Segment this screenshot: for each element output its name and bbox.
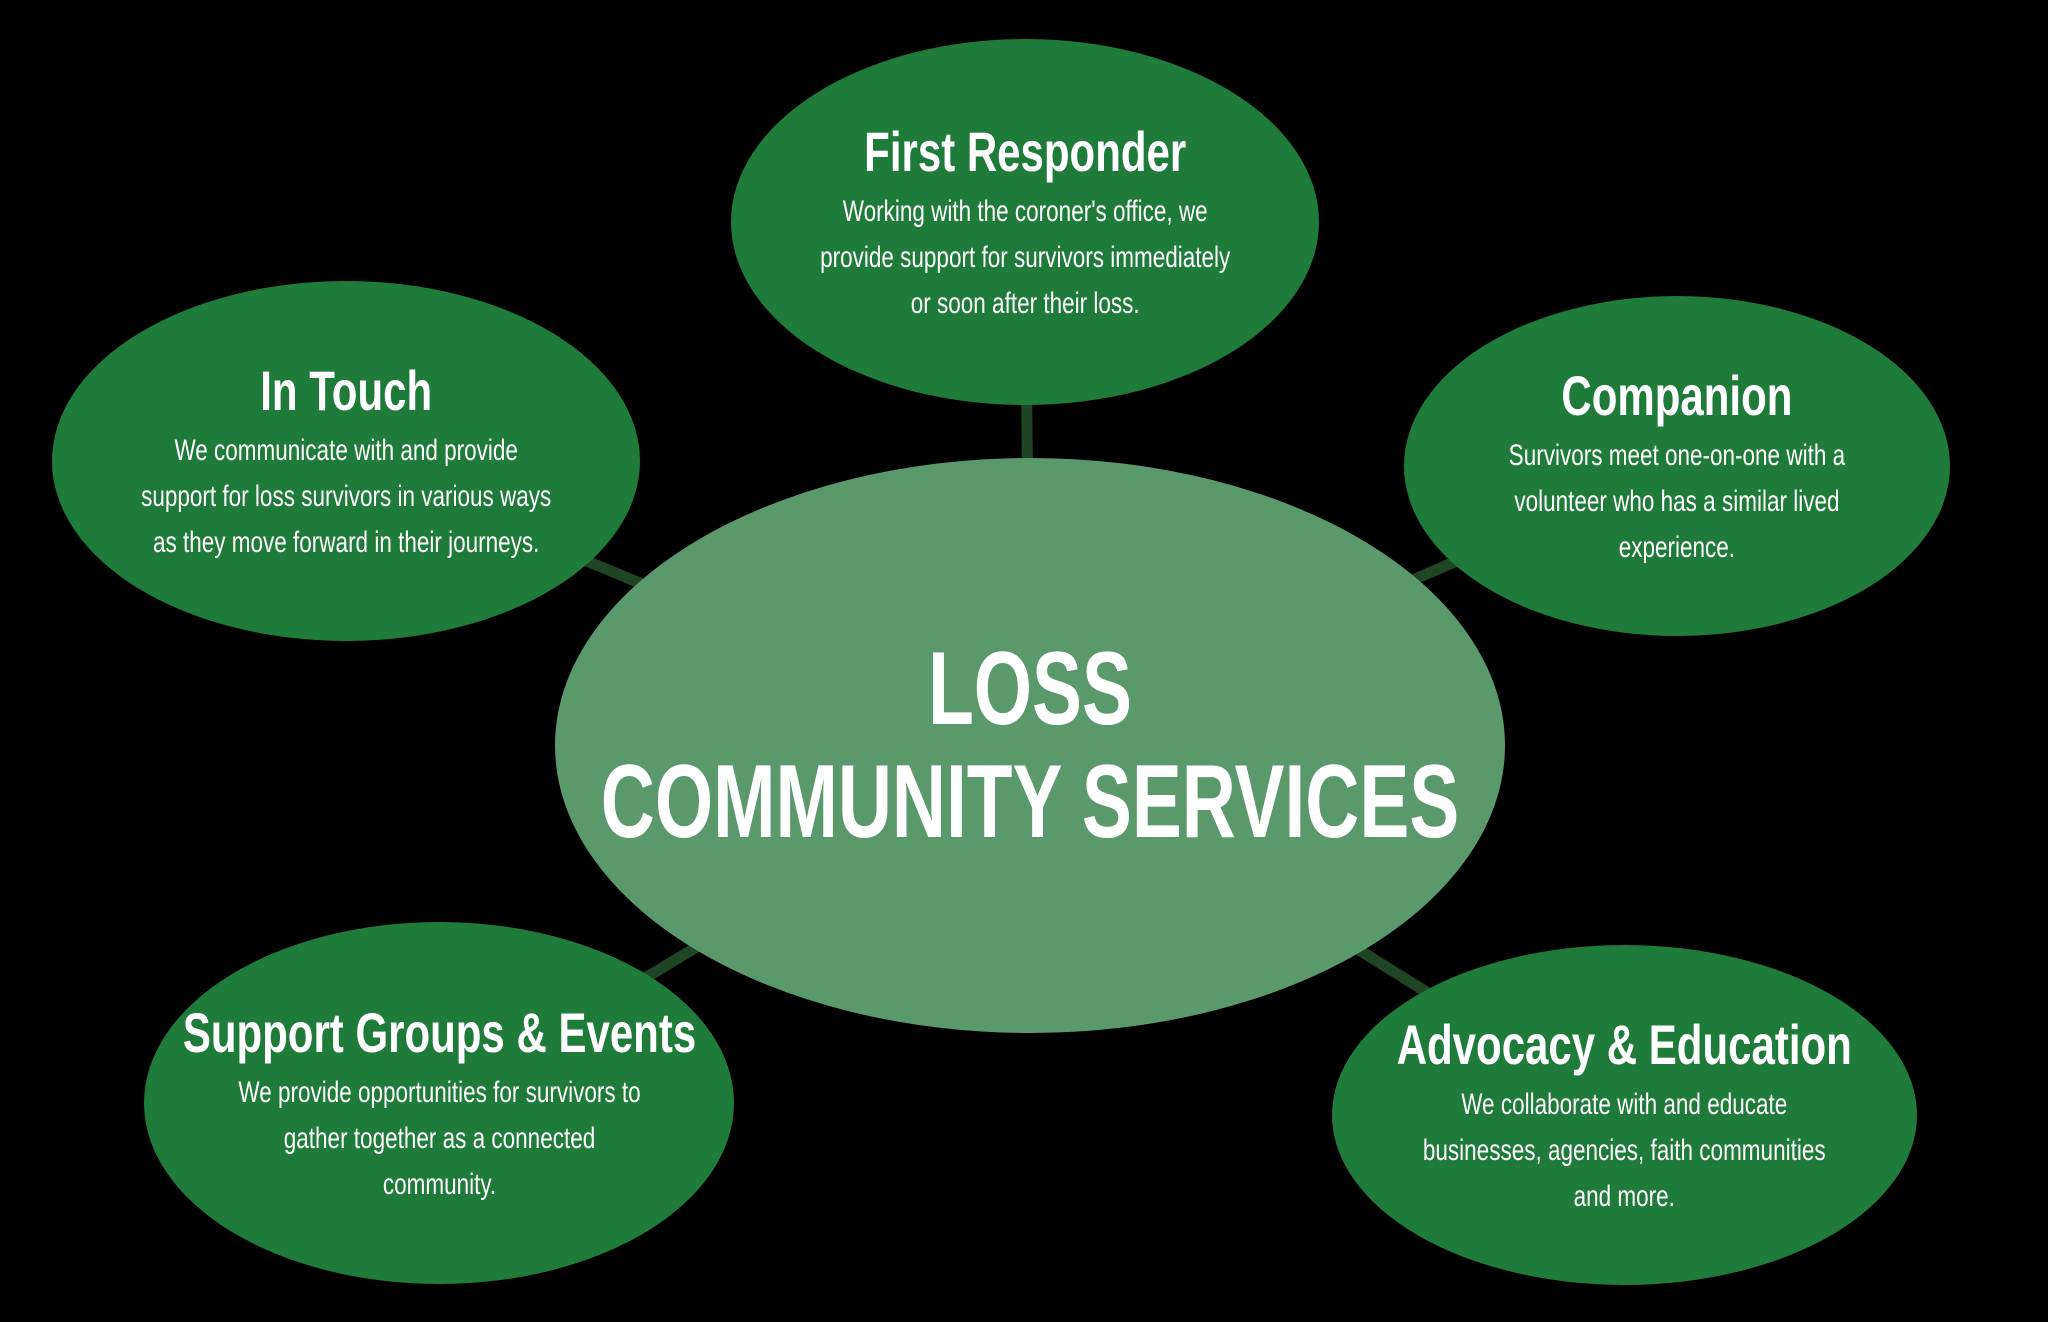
node-companion: Companion Survivors meet one-on-one with… [1404, 296, 1950, 636]
node-companion-body: Survivors meet one-on-one with a volunte… [1508, 438, 1846, 564]
center-ellipse: LOSS COMMUNITY SERVICES [555, 458, 1505, 1033]
node-advocacy-education-title: Advocacy & Education [1396, 1012, 1853, 1076]
node-in-touch: In Touch We communicate with and provide… [52, 281, 640, 641]
node-advocacy-education: Advocacy & Education We collaborate with… [1332, 945, 1917, 1285]
node-support-groups-events-body: We provide opportunities for survivors t… [237, 1075, 641, 1201]
node-support-groups-events-title: Support Groups & Events [182, 1000, 696, 1064]
node-first-responder-title: First Responder [863, 119, 1187, 183]
node-companion-title: Companion [1561, 363, 1793, 427]
node-in-touch-body: We communicate with and provide support … [140, 433, 552, 559]
node-first-responder: First Responder Working with the coroner… [731, 39, 1319, 405]
node-in-touch-title: In Touch [260, 358, 432, 422]
node-first-responder-body: Working with the coroner's office, we pr… [819, 194, 1231, 320]
node-advocacy-education-body: We collaborate with and educate business… [1423, 1087, 1826, 1213]
node-support-groups-events: Support Groups & Events We provide oppor… [144, 922, 734, 1284]
center-title: LOSS COMMUNITY SERVICES [600, 631, 1460, 860]
